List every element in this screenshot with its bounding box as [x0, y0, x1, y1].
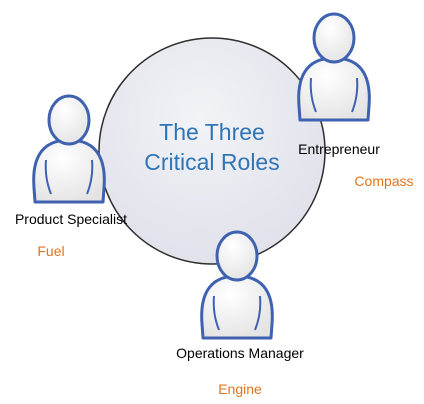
role-name-entrepreneur: Entrepreneur [298, 141, 380, 157]
diagram-title-line-2: Critical Roles [144, 149, 279, 175]
role-tag-compass: Compass [354, 173, 413, 189]
role-tag-engine: Engine [218, 381, 262, 397]
role-name-operations-manager: Operations Manager [176, 345, 304, 361]
diagram-title-line-1: The Three [159, 119, 265, 145]
central-circle [98, 37, 326, 265]
role-tag-fuel: Fuel [37, 243, 64, 259]
entrepreneur-person-icon [297, 12, 371, 122]
product-specialist-person-icon [32, 94, 106, 204]
role-name-product-specialist: Product Specialist [15, 211, 127, 227]
